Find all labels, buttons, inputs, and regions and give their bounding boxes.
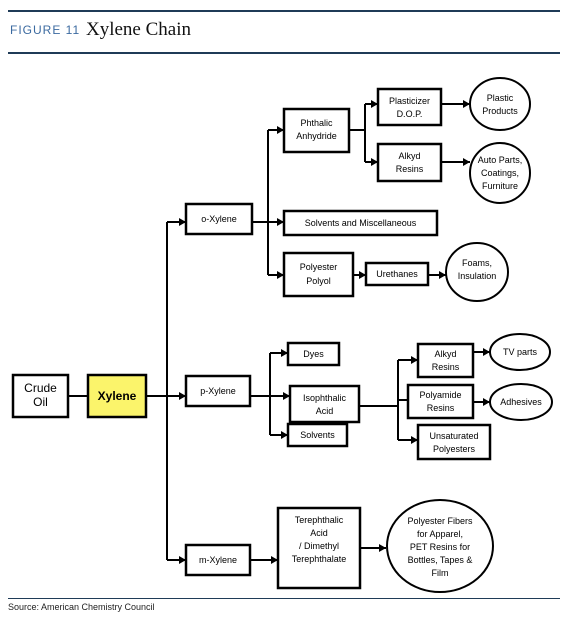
svg-text:Products: Products: [482, 106, 518, 116]
node-solvents-p: Solvents: [286, 422, 349, 448]
svg-text:m-Xylene: m-Xylene: [199, 555, 237, 565]
arrowheads: [179, 100, 490, 564]
svg-text:Film: Film: [432, 568, 449, 578]
node-foams: Foams, Insulation: [445, 242, 509, 302]
node-crude-oil: Crude Oil: [11, 373, 70, 419]
svg-text:Plastic: Plastic: [487, 93, 514, 103]
node-adhesives: Adhesives: [489, 383, 553, 421]
svg-text:Coatings,: Coatings,: [481, 168, 519, 178]
figure-label: FIGURE 11: [10, 23, 81, 37]
svg-text:Anhydride: Anhydride: [296, 131, 337, 141]
svg-text:for Apparel,: for Apparel,: [417, 529, 463, 539]
svg-text:Polyester Fibers: Polyester Fibers: [407, 516, 473, 526]
node-dyes: Dyes: [286, 341, 341, 367]
svg-text:Unsaturated: Unsaturated: [429, 431, 478, 441]
svg-text:Auto Parts,: Auto Parts,: [478, 155, 523, 165]
node-alkyd-resins-o: Alkyd Resins: [376, 142, 443, 183]
figure-title: Xylene Chain: [86, 19, 192, 40]
node-isophthalic-acid: Isophthalic Acid: [288, 384, 361, 424]
svg-text:Furniture: Furniture: [482, 181, 518, 191]
node-polyester-fibers: Polyester Fibers for Apparel, PET Resins…: [386, 499, 494, 593]
node-xylene: Xylene: [86, 373, 148, 419]
node-m-xylene: m-Xylene: [184, 543, 252, 577]
svg-text:p-Xylene: p-Xylene: [200, 386, 236, 396]
svg-text:Acid: Acid: [316, 406, 334, 416]
node-alkyd-resins-p: Alkyd Resins: [416, 342, 475, 379]
svg-text:Terephthalate: Terephthalate: [292, 554, 347, 564]
node-polyester-polyol: Polyester Polyol: [282, 251, 355, 298]
svg-text:Solvents: Solvents: [300, 430, 335, 440]
node-tv-parts: TV parts: [489, 333, 551, 371]
svg-text:Terephthalic: Terephthalic: [295, 515, 344, 525]
svg-text:TV parts: TV parts: [503, 347, 538, 357]
svg-text:Adhesives: Adhesives: [500, 397, 542, 407]
node-unsaturated-polyesters: Unsaturated Polyesters: [416, 423, 492, 461]
node-urethanes: Urethanes: [364, 261, 430, 287]
node-polyamide-resins: Polyamide Resins: [406, 383, 475, 420]
node-solvents-misc: Solvents and Miscellaneous: [282, 209, 439, 237]
svg-text:Phthalic: Phthalic: [300, 118, 333, 128]
node-p-xylene: p-Xylene: [184, 374, 252, 408]
svg-text:Crude: Crude: [24, 381, 57, 395]
svg-text:Resins: Resins: [432, 362, 460, 372]
svg-text:Bottles, Tapes &: Bottles, Tapes &: [408, 555, 473, 565]
svg-text:Resins: Resins: [427, 403, 455, 413]
figure-header: FIGURE 11 Xylene Chain: [8, 10, 560, 54]
svg-text:Isophthalic: Isophthalic: [303, 393, 347, 403]
node-plasticizer: Plasticizer D.O.P.: [376, 87, 443, 127]
svg-text:Foams,: Foams,: [462, 258, 492, 268]
svg-text:Insulation: Insulation: [458, 271, 497, 281]
node-phthalic-anhydride: Phthalic Anhydride: [282, 107, 351, 154]
svg-text:Solvents and Miscellaneous: Solvents and Miscellaneous: [305, 218, 417, 228]
svg-text:Plasticizer: Plasticizer: [389, 96, 430, 106]
svg-text:Polyester: Polyester: [300, 262, 338, 272]
node-terephthalic: Terephthalic Acid / Dimethyl Terephthala…: [276, 506, 362, 590]
svg-text:Dyes: Dyes: [303, 349, 324, 359]
node-plastic-products: Plastic Products: [469, 77, 531, 131]
svg-text:Polyol: Polyol: [306, 276, 331, 286]
node-auto-parts: Auto Parts, Coatings, Furniture: [469, 142, 531, 204]
source-note: Source: American Chemistry Council: [8, 598, 560, 612]
svg-text:Urethanes: Urethanes: [376, 269, 418, 279]
svg-text:Alkyd: Alkyd: [398, 151, 420, 161]
svg-text:Polyamide: Polyamide: [419, 390, 461, 400]
svg-text:D.O.P.: D.O.P.: [397, 109, 423, 119]
node-o-xylene: o-Xylene: [184, 202, 254, 236]
svg-text:Xylene: Xylene: [98, 389, 137, 403]
svg-text:o-Xylene: o-Xylene: [201, 214, 237, 224]
svg-text:Polyesters: Polyesters: [433, 444, 476, 454]
svg-text:Alkyd: Alkyd: [434, 349, 456, 359]
svg-text:Oil: Oil: [33, 395, 48, 409]
svg-text:Resins: Resins: [396, 164, 424, 174]
svg-text:/ Dimethyl: / Dimethyl: [299, 541, 339, 551]
svg-text:Acid: Acid: [310, 528, 328, 538]
svg-text:PET Resins for: PET Resins for: [410, 542, 470, 552]
